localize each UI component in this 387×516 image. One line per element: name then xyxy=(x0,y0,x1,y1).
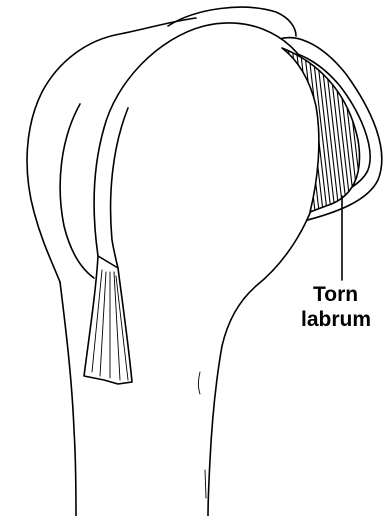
shaft-left-edge xyxy=(60,282,76,516)
annotation-line-1: Torn xyxy=(313,283,358,307)
tendon-outer xyxy=(94,128,104,256)
shaft-right-edge xyxy=(208,346,222,516)
shaft-mark-2 xyxy=(205,470,206,498)
humeral-head xyxy=(104,23,325,346)
shaft-mark-1 xyxy=(199,372,201,394)
annotation-line-2: labrum xyxy=(301,308,371,332)
lobe-inner-line xyxy=(60,104,94,278)
